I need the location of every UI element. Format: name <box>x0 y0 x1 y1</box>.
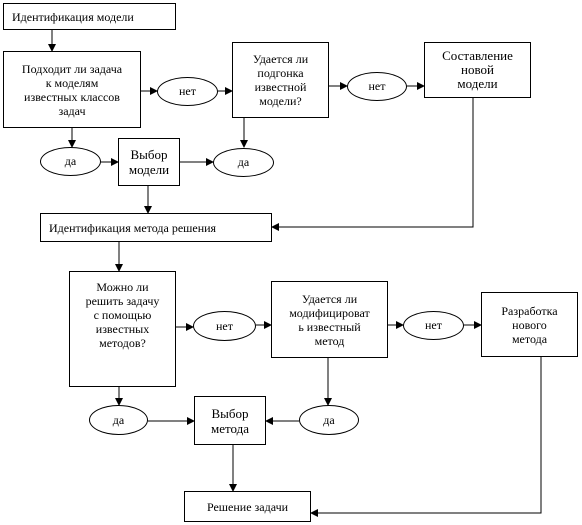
node-can-solve-known: Можно ли решить задачу с помощью известн… <box>69 271 176 387</box>
connector-new-method-to-solution <box>310 357 542 517</box>
node-yes-4: да <box>299 405 359 435</box>
connector-new-model-to-method-id <box>271 97 474 231</box>
node-method-choice: Выбор метода <box>194 396 266 445</box>
node-new-method: Разработка нового метода <box>481 292 578 357</box>
node-no-4: нет <box>403 311 464 340</box>
node-no-2: нет <box>347 72 407 101</box>
node-method-identification: Идентификация метода решения <box>40 213 272 242</box>
node-solution: Решение задачи <box>184 491 311 522</box>
node-yes-3: да <box>89 405 148 435</box>
node-fitting-succeeds: Удается ли подгонка известной модели? <box>232 42 329 118</box>
node-yes-2: да <box>213 148 274 177</box>
node-yes-1: да <box>40 147 101 176</box>
node-no-1: нет <box>157 77 218 106</box>
node-fits-known-classes: Подходит ли задача к моделям известных к… <box>3 51 141 128</box>
node-new-model: Составление новой модели <box>424 42 531 98</box>
node-modify-succeeds: Удается ли модифицироват ь известный мет… <box>271 281 388 358</box>
node-model-choice: Выбор модели <box>118 138 180 186</box>
node-no-3: нет <box>193 311 256 341</box>
node-model-identification: Идентификация модели <box>3 3 176 30</box>
